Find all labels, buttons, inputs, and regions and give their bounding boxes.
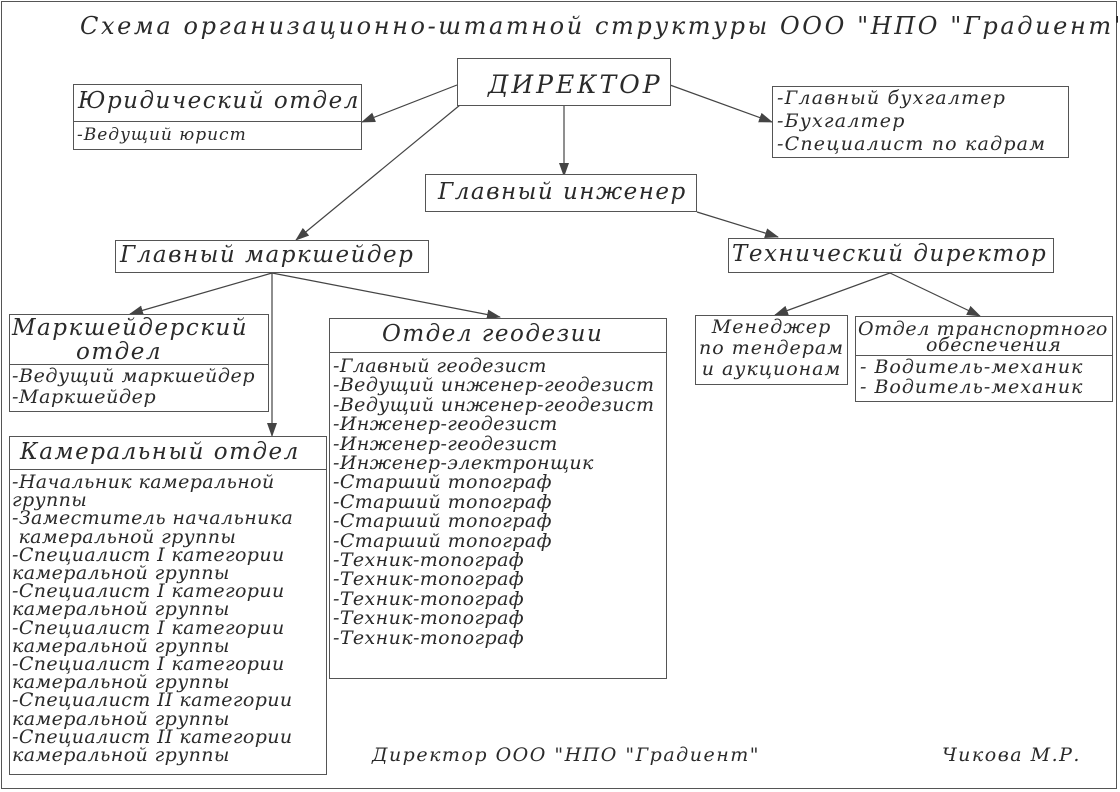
geodesy-dept-item: -Старший топограф — [333, 471, 552, 494]
geodesy-dept-box: Отдел геодезии -Главный геодезист -Ведущ… — [329, 318, 667, 679]
geodesy-dept-item: -Главный геодезист — [333, 355, 547, 377]
tender-manager-line: Менеджер — [711, 316, 832, 338]
geodesy-dept-item: -Техник-топограф — [333, 607, 525, 630]
office-dept-item: -Специалист II категории — [12, 725, 293, 748]
transport-dept-divider — [856, 355, 1112, 356]
transport-dept-box: Отдел транспортного обеспечения - Водите… — [855, 316, 1113, 402]
office-dept-item: -Начальник камеральной — [12, 471, 275, 493]
surveying-dept-item: -Ведущий маркшейдер — [12, 365, 256, 387]
technical-director-label: Технический директор — [732, 241, 1048, 267]
transport-dept-heading-line2: обеспечения — [926, 334, 1062, 356]
office-dept-item: камеральной группы — [12, 744, 230, 767]
tender-manager-lines: Менеджер по тендерам и аукционам — [696, 317, 847, 380]
transport-dept-heading-line1: Отдел транспортного — [858, 318, 1108, 340]
arrow-director-to-legal — [361, 84, 458, 123]
accounting-item: -Специалист по кадрам — [777, 133, 1047, 155]
arrow-director-to-chief-surveyor — [295, 104, 461, 241]
surveying-dept-heading-line2: отдел — [76, 339, 162, 365]
transport-dept-item: - Водитель-механик — [860, 356, 1084, 378]
geodesy-dept-item: -Инженер-геодезист — [333, 413, 558, 436]
geodesy-dept-item: -Старший топограф — [333, 490, 552, 513]
chief-engineer-label: Главный инженер — [438, 179, 687, 205]
geodesy-dept-item: -Техник-топограф — [333, 568, 525, 591]
director-box: ДИРЕКТОР — [457, 58, 671, 106]
chief-surveyor-label: Главный маркшейдер — [120, 242, 415, 268]
arrow-director-to-accounting — [669, 84, 773, 123]
surveying-dept-box: Маркшейдерский отдел -Ведущий маркшейдер… — [9, 314, 269, 412]
diagram-title: Схема организационно-штатной структуры О… — [80, 12, 1120, 40]
accounting-box: -Главный бухгалтер -Бухгалтер -Специалис… — [772, 86, 1069, 158]
office-dept-item: -Специалист I категории — [12, 616, 285, 639]
office-dept-item: камеральной группы — [12, 671, 230, 694]
legal-dept-item: -Ведущий юрист — [77, 125, 247, 145]
director-label: ДИРЕКТОР — [488, 70, 663, 99]
office-dept-item: камеральной группы — [12, 525, 237, 548]
surveying-dept-heading-line1: Маркшейдерский — [12, 315, 249, 341]
surveying-dept-list: -Ведущий маркшейдер -Маркшейдер — [12, 366, 255, 408]
accounting-list: -Главный бухгалтер -Бухгалтер -Специалис… — [777, 87, 1046, 156]
office-dept-item: камеральной группы — [12, 562, 230, 585]
geodesy-dept-item: -Инженер-электронщик — [333, 452, 594, 475]
office-dept-item: -Специалист II категории — [12, 689, 293, 712]
tender-manager-line: по тендерам — [698, 337, 845, 359]
legal-dept-box: Юридический отдел -Ведущий юрист — [73, 84, 362, 150]
arrow-surveyor-to-geodesy-dept — [271, 272, 501, 320]
office-dept-item: -Специалист I категории — [12, 580, 285, 603]
legal-dept-heading: Юридический отдел — [78, 88, 360, 114]
office-dept-divider — [10, 469, 326, 470]
chief-engineer-box: Главный инженер — [425, 174, 697, 212]
geodesy-dept-heading: Отдел геодезии — [382, 321, 604, 347]
arrow-surveyor-to-surveying-dept — [129, 272, 273, 316]
geodesy-dept-item: -Ведущий инженер-геодезист — [333, 393, 655, 416]
arrow-techdir-to-tender-manager — [774, 272, 891, 316]
office-dept-list: -Начальник камеральной группы -Заместите… — [12, 471, 294, 767]
signature-line: Директор ООО "НПО "Градиент" — [372, 744, 760, 766]
office-dept-heading: Камеральный отдел — [20, 439, 300, 465]
arrow-chief-engineer-to-technical-director — [696, 211, 779, 238]
geodesy-dept-item: -Техник-топограф — [333, 549, 525, 572]
office-dept-item: группы — [12, 489, 88, 512]
arrow-techdir-to-transport-dept — [889, 272, 981, 317]
geodesy-dept-item: -Инженер-геодезист — [333, 432, 558, 455]
surveying-dept-item: -Маркшейдер — [12, 386, 157, 408]
geodesy-dept-list: -Главный геодезист -Ведущий инженер-геод… — [333, 355, 655, 649]
office-dept-item: -Специалист I категории — [12, 653, 285, 676]
geodesy-dept-item: -Ведущий инженер-геодезист — [333, 374, 655, 397]
geodesy-dept-divider — [330, 352, 666, 353]
tender-manager-line: и аукционам — [701, 358, 842, 380]
tender-manager-box: Менеджер по тендерам и аукционам — [695, 315, 848, 385]
transport-dept-list: - Водитель-механик - Водитель-механик — [860, 357, 1083, 397]
office-dept-box: Камеральный отдел -Начальник камеральной… — [9, 436, 327, 775]
geodesy-dept-item: -Техник-топограф — [333, 587, 525, 610]
accounting-item: -Главный бухгалтер — [777, 87, 1007, 109]
surveying-dept-divider — [10, 364, 268, 365]
chief-surveyor-box: Главный маркшейдер — [115, 240, 429, 273]
transport-dept-item: - Водитель-механик — [860, 376, 1084, 398]
legal-dept-divider — [74, 121, 361, 122]
geodesy-dept-item: -Старший топограф — [333, 510, 552, 533]
signatory-name: Чикова М.Р. — [942, 744, 1081, 766]
office-dept-item: -Заместитель начальника — [12, 507, 294, 530]
office-dept-item: -Специалист I категории — [12, 543, 285, 566]
accounting-item: -Бухгалтер — [777, 110, 906, 132]
office-dept-item: камеральной группы — [12, 634, 230, 657]
geodesy-dept-item: -Старший топограф — [333, 529, 552, 552]
technical-director-box: Технический директор — [728, 238, 1054, 273]
office-dept-item: камеральной группы — [12, 707, 230, 730]
geodesy-dept-item: -Техник-топограф — [333, 626, 525, 649]
office-dept-item: камеральной группы — [12, 598, 230, 621]
